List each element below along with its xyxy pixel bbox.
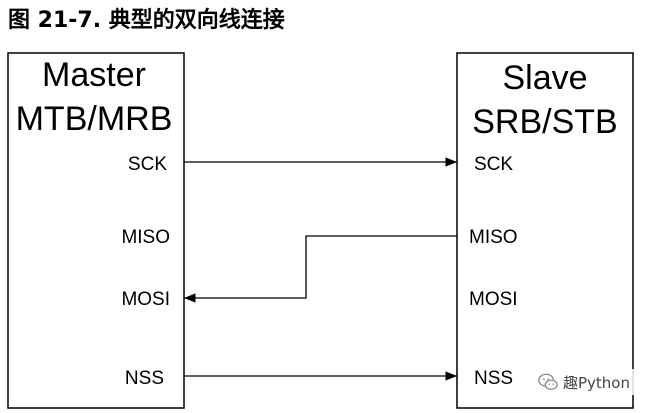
slave-title: Slave: [502, 59, 587, 97]
master-pin-miso: MISO: [121, 227, 170, 248]
slave-pin-miso: MISO: [469, 227, 518, 248]
watermark-text: 趣Python: [563, 373, 630, 392]
master-subtitle: MTB/MRB: [16, 100, 173, 138]
slave-pin-mosi: MOSI: [469, 289, 518, 310]
slave-subtitle: SRB/STB: [472, 103, 617, 141]
master-pin-mosi: MOSI: [121, 289, 170, 310]
wechat-icon: [538, 373, 558, 390]
miso-to-mosi-wire: [184, 235, 457, 303]
master-block: [7, 52, 185, 409]
slave-pin-nss: NSS: [474, 368, 513, 389]
slave-pin-sck: SCK: [474, 154, 513, 175]
master-pin-nss: NSS: [125, 368, 164, 389]
master-pin-sck: SCK: [128, 154, 167, 175]
watermark: 趣Python: [533, 369, 634, 395]
master-title: Master: [42, 56, 146, 94]
slave-block: [456, 52, 634, 409]
figure-caption: 图 21-7. 典型的双向线连接: [8, 8, 285, 33]
